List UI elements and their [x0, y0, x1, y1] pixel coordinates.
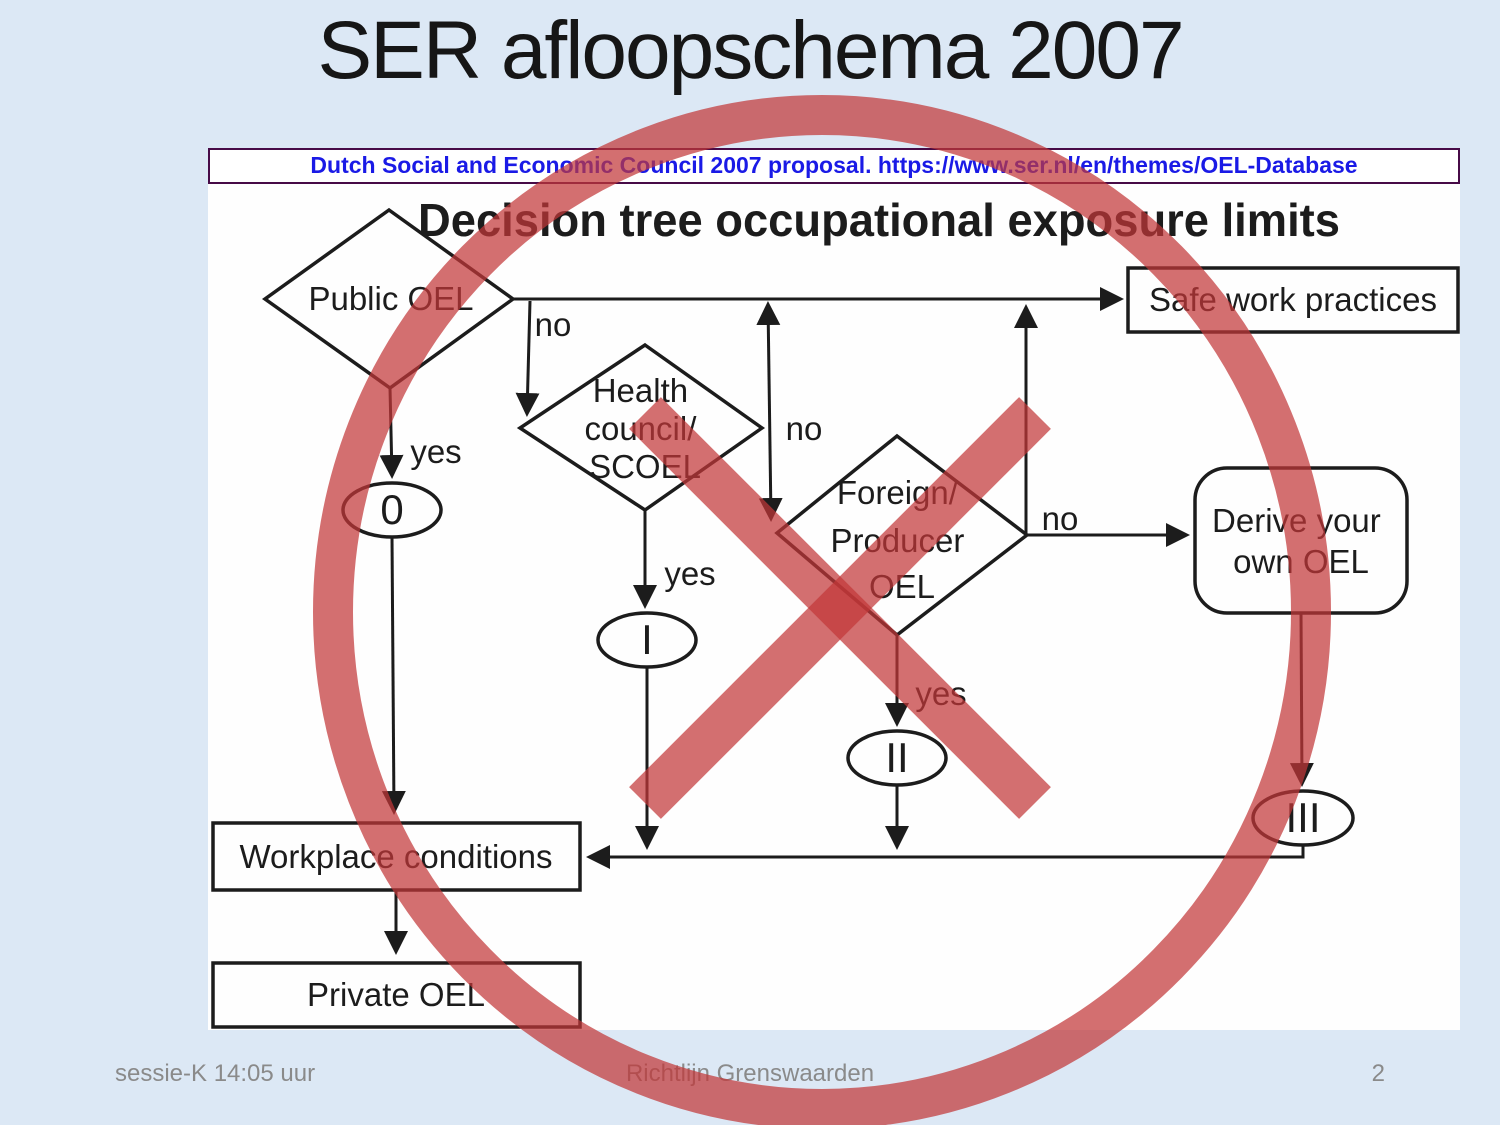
edge-health-no-double-arrow	[756, 301, 783, 522]
decision-tree-flowchart: Decision tree occupational exposure limi…	[211, 194, 1460, 1029]
edge-collector-to-workplace	[586, 845, 1305, 869]
source-banner: Dutch Social and Economic Council 2007 p…	[208, 148, 1460, 184]
slide-title: SER afloopschema 2007	[317, 5, 1184, 96]
footer-session: sessie-K 14:05 uur	[115, 1060, 316, 1087]
node-route-III-label: III	[1285, 794, 1320, 841]
node-safe-work-practices-label: Safe work practices	[1149, 281, 1437, 318]
edge-derive-to-routeIII	[1289, 612, 1314, 787]
node-route-I-label: I	[641, 616, 653, 663]
edge-label-public-no: no	[535, 306, 572, 343]
node-derive-own-oel-box	[1193, 466, 1409, 615]
diagram-panel: Dutch Social and Economic Council 2007 p…	[208, 148, 1460, 1030]
node-private-oel-label: Private OEL	[307, 976, 485, 1013]
edge-public-yes-to-route0	[379, 387, 404, 479]
edge-public-no-to-healthcouncil	[515, 300, 540, 417]
node-route-II-label: II	[885, 734, 908, 781]
node-public-oel-label: Public OEL	[308, 280, 473, 317]
edge-label-health-no: no	[786, 410, 823, 447]
node-health-council-label: Health council/ SCOEL	[584, 372, 705, 485]
node-route-0-label: 0	[380, 486, 403, 533]
edge-label-foreign-yes: yes	[915, 675, 966, 712]
edge-label-foreign-no: no	[1042, 500, 1079, 537]
footer-deck-title: Richtlijn Grenswaarden	[625, 1060, 875, 1087]
edge-route0-to-workplace	[381, 536, 406, 815]
node-workplace-conditions-label: Workplace conditions	[239, 838, 552, 875]
edge-label-public-yes: yes	[410, 433, 461, 470]
edge-label-health-yes: yes	[664, 555, 715, 592]
diagram-title: Decision tree occupational exposure limi…	[418, 194, 1340, 246]
footer-page-number: 2	[1371, 1060, 1385, 1087]
